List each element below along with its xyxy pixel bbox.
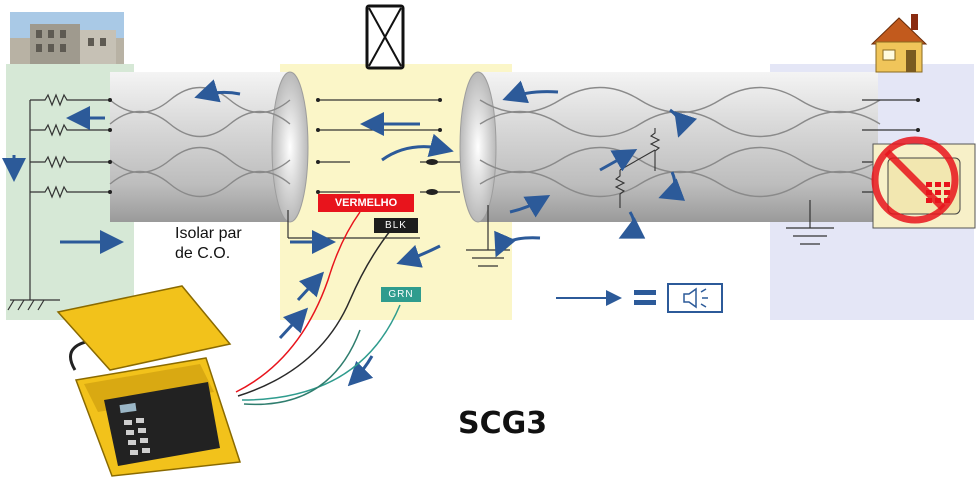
test-leads bbox=[235, 211, 401, 406]
speaker-icon bbox=[667, 283, 723, 313]
crossed-box-icon bbox=[365, 4, 405, 70]
terminal-dots bbox=[316, 98, 442, 195]
yellow-test-set-icon bbox=[56, 285, 241, 477]
tone-equivalence bbox=[556, 290, 656, 306]
diagram-title: SCG3 bbox=[458, 406, 548, 441]
black-wire-label: BLK bbox=[374, 218, 418, 233]
cable-section-right bbox=[478, 72, 878, 222]
green-wire-label: GRN bbox=[381, 287, 421, 302]
red-wire-label: VERMELHO bbox=[318, 194, 414, 212]
current-flow-arrows bbox=[2, 79, 698, 387]
building-photo-icon bbox=[10, 12, 124, 64]
co-resistor-network bbox=[7, 93, 110, 311]
cable-end-right bbox=[459, 71, 497, 223]
house-icon bbox=[870, 14, 928, 73]
co-terminal-dots bbox=[108, 98, 112, 194]
isolate-pair-note: Isolar par de C.O. bbox=[175, 225, 242, 262]
cable-end-left bbox=[271, 71, 309, 223]
no-telephone-icon bbox=[871, 136, 976, 229]
